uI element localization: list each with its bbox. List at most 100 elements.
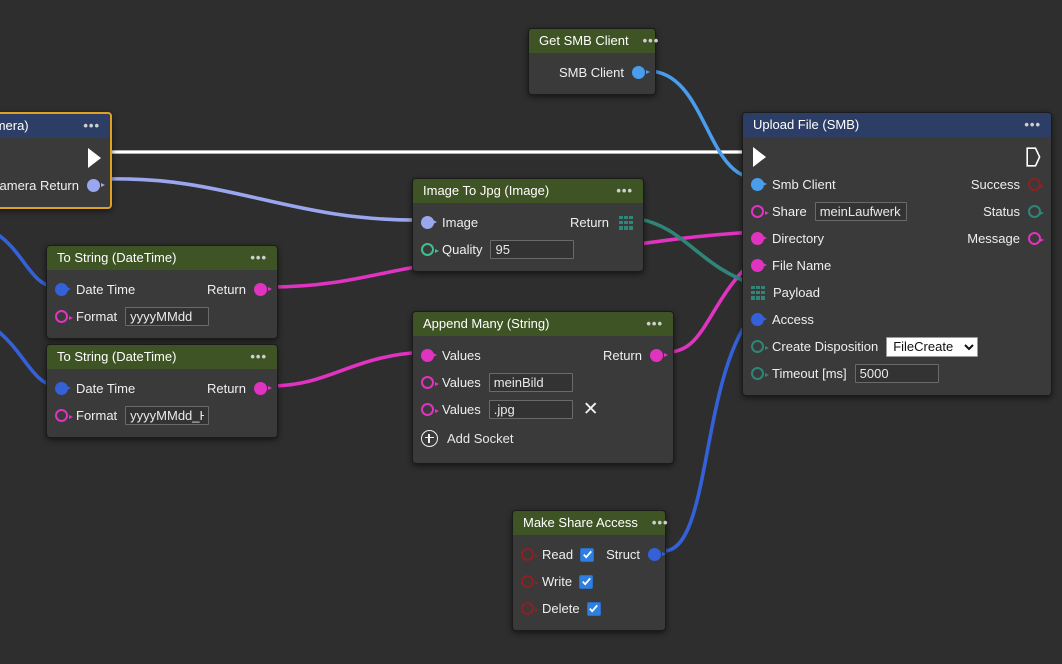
input-socket-write[interactable] [521,575,539,588]
read-checkbox[interactable] [580,547,595,562]
io-row-share: Share Status [743,198,1051,225]
input-label: Format [76,309,118,324]
exec-row [0,144,110,172]
input-socket-format[interactable] [55,310,73,323]
output-socket-success[interactable] [1028,178,1044,191]
timeout-input[interactable] [854,364,939,383]
node-to-string-datetime-1[interactable]: To String (DateTime) ••• Date Time Retur… [46,245,278,339]
node-body: Read Struct Write Delete [513,535,667,630]
output-row-camera-return: Camera Return [0,172,110,199]
input-socket-delete[interactable] [521,602,539,615]
output-socket-return[interactable] [254,382,272,395]
input-socket-values-0[interactable] [421,349,437,362]
exec-in-arrow-icon[interactable] [753,147,766,167]
add-socket-label: Add Socket [447,430,514,446]
node-title: Get SMB Client [539,33,629,48]
output-socket-return[interactable] [254,283,272,296]
io-row-date-time: Date Time Return [47,276,277,303]
input-socket-values-2[interactable] [421,403,439,416]
output-socket-smb-client[interactable] [632,66,650,79]
input-label: Read [542,547,574,562]
input-label: File Name [772,258,832,273]
io-row-read: Read Struct [513,541,667,568]
node-header[interactable]: Get SMB Client ••• [529,29,658,53]
values-input-1[interactable] [488,373,573,392]
input-socket-quality[interactable] [421,243,439,256]
values-input-2[interactable] [488,400,573,419]
node-header[interactable]: To String (DateTime) ••• [47,246,277,270]
node-menu-icon[interactable]: ••• [616,183,633,198]
node-make-share-access[interactable]: Make Share Access ••• Read Struct Write [512,510,668,631]
node-menu-icon[interactable]: ••• [250,250,267,265]
node-header[interactable]: Image (Camera) ••• [0,114,110,138]
remove-socket-icon[interactable]: ✕ [582,399,599,420]
input-label: Share [772,204,807,219]
output-socket-return-grid-icon[interactable] [619,215,633,230]
node-to-string-datetime-2[interactable]: To String (DateTime) ••• Date Time Retur… [46,344,278,438]
output-socket-camera-return[interactable] [87,179,105,192]
node-image-to-jpg[interactable]: Image To Jpg (Image) ••• Image Return Qu… [412,178,644,272]
output-socket-message[interactable] [1028,232,1044,245]
exec-out-arrow-icon[interactable] [1026,147,1041,167]
io-row-values-2: Values ✕ [413,396,673,423]
input-socket-payload-grid-icon[interactable] [751,285,765,300]
node-header[interactable]: Make Share Access ••• [513,511,668,535]
node-menu-icon[interactable]: ••• [651,515,669,530]
share-input[interactable] [814,202,907,221]
io-row-smb-client: Smb Client Success [743,171,1051,198]
input-socket-format[interactable] [55,409,73,422]
node-menu-icon[interactable]: ••• [250,349,267,364]
node-menu-icon[interactable]: ••• [646,316,663,331]
input-socket-image[interactable] [421,216,437,229]
exec-out-arrow-icon[interactable] [88,148,101,168]
node-title: To String (DateTime) [57,250,177,265]
node-upload-file-smb[interactable]: Upload File (SMB) ••• Smb Client Success… [742,112,1052,396]
input-socket-share[interactable] [751,205,769,218]
add-socket-button[interactable]: Add Socket [413,423,673,449]
io-row-create-disposition: Create Disposition FileCreate [743,333,1051,360]
node-body: SMB Client [529,53,655,94]
input-socket-timeout[interactable] [751,367,769,380]
input-socket-directory[interactable] [751,232,767,245]
input-socket-date-time[interactable] [55,382,71,395]
input-socket-file-name[interactable] [751,259,767,272]
output-socket-status[interactable] [1028,205,1044,218]
node-header[interactable]: Append Many (String) ••• [413,312,673,336]
input-socket-values-1[interactable] [421,376,439,389]
output-label: Camera Return [0,178,79,193]
output-label: Struct [606,547,641,562]
input-socket-date-time[interactable] [55,283,71,296]
output-socket-return[interactable] [650,349,668,362]
node-header[interactable]: Upload File (SMB) ••• [743,113,1051,137]
exec-row [743,143,1051,171]
quality-input[interactable] [490,240,575,259]
node-menu-icon[interactable]: ••• [1024,117,1041,132]
node-menu-icon[interactable]: ••• [642,33,660,48]
node-body: Smb Client Success Share Status Director… [743,137,1051,395]
io-row-delete: Delete [513,595,665,622]
node-image-camera[interactable]: Image (Camera) ••• Camera Return [0,112,112,209]
input-label: Delete [542,601,580,616]
plus-circle-icon [421,429,438,447]
input-socket-access[interactable] [751,313,767,326]
node-menu-icon[interactable]: ••• [83,118,100,133]
delete-checkbox[interactable] [586,601,601,616]
input-label: Smb Client [772,177,836,192]
node-header[interactable]: Image To Jpg (Image) ••• [413,179,643,203]
node-title: Append Many (String) [423,316,550,331]
write-checkbox[interactable] [579,574,594,589]
node-header[interactable]: To String (DateTime) ••• [47,345,277,369]
create-disposition-select[interactable]: FileCreate [886,336,979,357]
input-socket-smb-client[interactable] [751,178,767,191]
format-input[interactable] [125,307,210,326]
node-get-smb-client[interactable]: Get SMB Client ••• SMB Client [528,28,658,95]
node-body: Camera Return [0,138,110,207]
input-socket-read[interactable] [521,548,539,561]
input-socket-create-disposition[interactable] [751,340,769,353]
io-row-date-time: Date Time Return [47,375,277,402]
output-socket-struct[interactable] [648,548,667,561]
node-append-many-string[interactable]: Append Many (String) ••• Values Return V… [412,311,674,464]
format-input[interactable] [125,406,210,425]
io-row-format: Format [47,303,277,330]
